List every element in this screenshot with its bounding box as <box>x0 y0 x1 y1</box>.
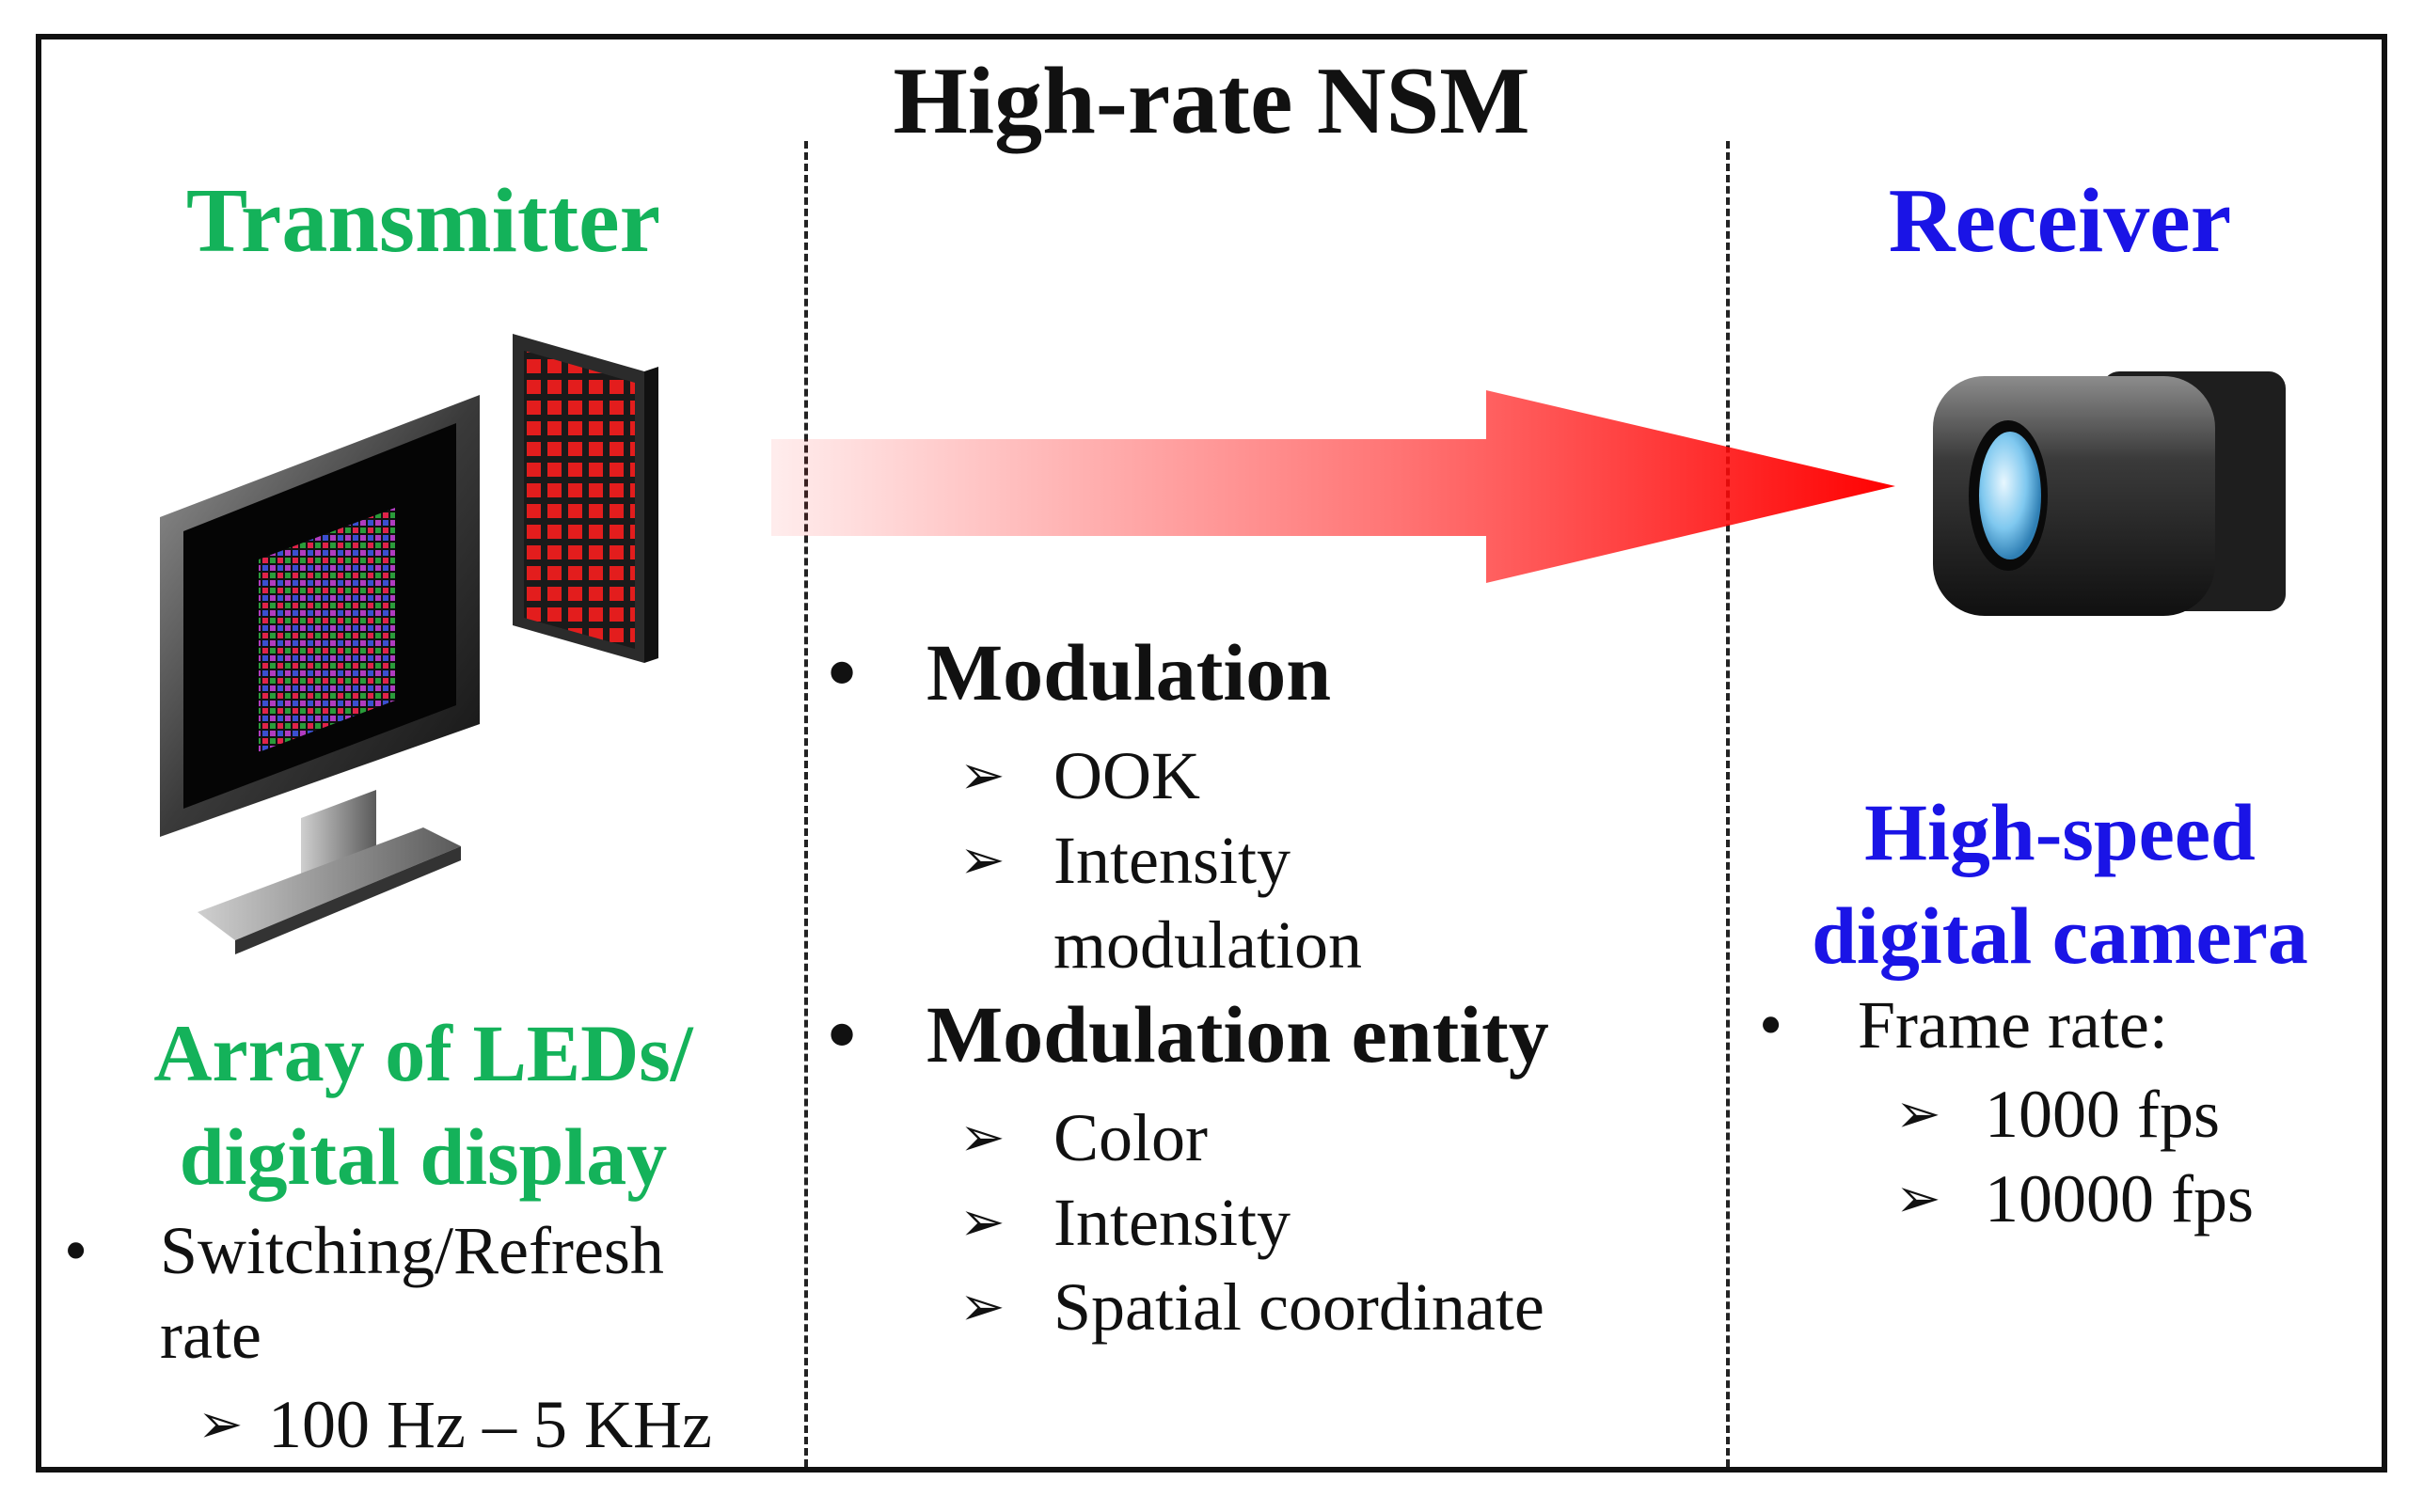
receiver-item-2: 10000 fps <box>1985 1161 2254 1236</box>
led-array-icon <box>513 334 658 663</box>
modulation-item-2-cont: modulation <box>1053 907 1362 983</box>
receiver-bullet: • <box>1759 987 1783 1063</box>
arrow-right-icon <box>771 390 1895 583</box>
divider-right <box>1726 141 1730 1467</box>
modulation-bullet: • <box>828 627 857 717</box>
entity-label: Modulation entity <box>926 989 1549 1079</box>
receiver-bullet-text: Frame rate: <box>1858 987 2168 1063</box>
modulation-label: Modulation <box>926 627 1332 717</box>
modulation-arrow-2: ➢ <box>959 829 1006 890</box>
transmitter-device-line1: Array of LEDs/ <box>153 1008 693 1098</box>
receiver-device-line1: High-speed <box>1864 787 2256 877</box>
divider-left <box>804 141 808 1467</box>
receiver-device-line2: digital camera <box>1812 890 2308 981</box>
diagram-title: High-rate NSM <box>893 48 1530 154</box>
modulation-item-1: OOK <box>1053 738 1200 813</box>
transmitter-bullet-line1: Switching/Refresh <box>160 1213 664 1288</box>
entity-item-1: Color <box>1053 1100 1209 1175</box>
receiver-arrow-2: ➢ <box>1895 1168 1941 1229</box>
transmitter-device-line2: digital display <box>179 1111 668 1202</box>
entity-arrow-2: ➢ <box>959 1191 1006 1252</box>
entity-item-2: Intensity <box>1053 1185 1291 1260</box>
transmitter-sub-arrow: ➢ <box>198 1394 244 1455</box>
modulation-item-2: Intensity <box>1053 823 1291 898</box>
modulation-arrow-1: ➢ <box>959 745 1006 806</box>
entity-bullet: • <box>828 989 857 1079</box>
entity-arrow-1: ➢ <box>959 1107 1006 1168</box>
receiver-item-1: 1000 fps <box>1985 1077 2220 1152</box>
transmitter-heading: Transmitter <box>185 170 661 272</box>
camera-icon <box>1933 371 2286 616</box>
receiver-arrow-1: ➢ <box>1895 1083 1941 1144</box>
entity-arrow-3: ➢ <box>959 1276 1006 1337</box>
receiver-heading: Receiver <box>1888 170 2232 272</box>
transmitter-bullet-line2: rate <box>160 1298 261 1373</box>
transmitter-sub-item: 100 Hz – 5 KHz <box>268 1387 712 1462</box>
transmitter-bullet: • <box>64 1213 88 1288</box>
diagram-frame <box>36 34 2387 1473</box>
entity-item-3: Spatial coordinate <box>1053 1269 1544 1345</box>
monitor-icon <box>160 395 480 954</box>
